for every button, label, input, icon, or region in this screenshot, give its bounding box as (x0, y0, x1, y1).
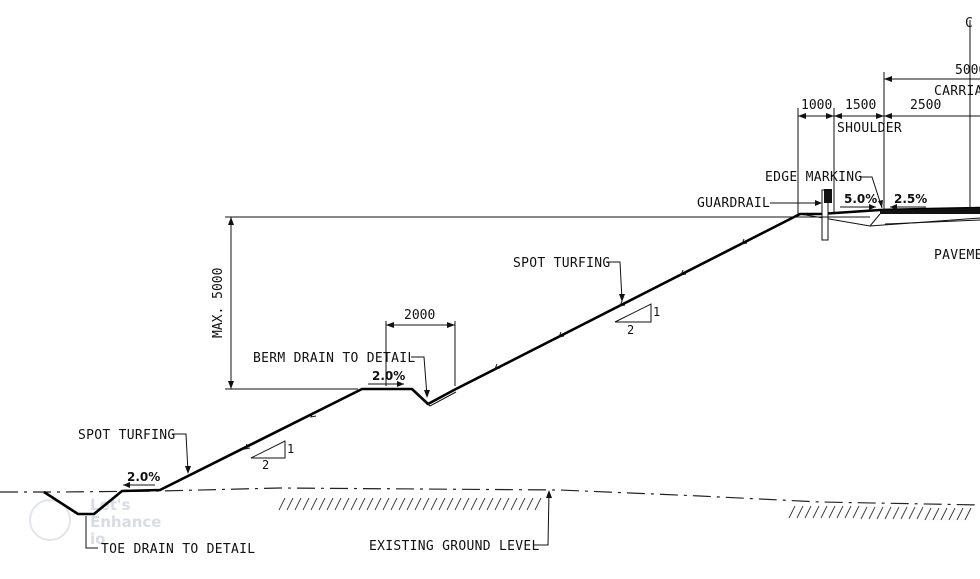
edge-marking-callout: EDGE MARKING (765, 170, 883, 209)
berm-width-dimension: 2000 (385, 308, 456, 386)
dim-1500: 1500 (845, 98, 876, 113)
carriageway-label: CARRIAG (934, 84, 980, 99)
spot-turfing-lower-callout: SPOT TURFING (78, 428, 191, 474)
pavement-label: PAVEME (934, 248, 980, 263)
berm-drain-label: BERM DRAIN TO DETAIL (253, 351, 416, 366)
spot-turfing-lower-label: SPOT TURFING (78, 428, 176, 443)
upper-ratio-v: 1 (653, 305, 660, 319)
toe-drain-callout: TOE DRAIN TO DETAIL (85, 516, 255, 557)
existing-ground-line (0, 487, 980, 506)
berm-width-text: 2000 (404, 308, 435, 323)
cross-fall-labels: 5.0% 2.5% (840, 192, 927, 210)
guardrail-callout: GUARDRAIL (697, 196, 822, 211)
berm-drain-callout: BERM DRAIN TO DETAIL 2.0% (253, 351, 430, 398)
carriageway-slope: 2.5% (894, 192, 927, 206)
top-dimensions: C 5000 CARRIAG 1000 1500 2500 SHOULDER (797, 16, 980, 214)
shoulder-slope: 5.0% (844, 192, 877, 206)
edge-marking-label: EDGE MARKING (765, 170, 863, 185)
max-height-dimension: MAX. 5000 (211, 216, 870, 390)
dim-5000: 5000 (955, 63, 980, 78)
batter-triangle-upper: 1 2 (614, 303, 660, 337)
spot-turfing-upper-callout: SPOT TURFING (513, 256, 625, 302)
existing-ground-callout: EXISTING GROUND LEVEL (369, 490, 552, 554)
watermark-line2: Enhance (90, 513, 161, 531)
spot-turfing-upper-label: SPOT TURFING (513, 256, 611, 271)
centerline-mark: C (965, 16, 973, 31)
guardrail-post (821, 189, 832, 241)
toe-slope: 2.0% (123, 470, 160, 488)
max-height-text: MAX. 5000 (211, 268, 226, 338)
dim-1000: 1000 (801, 98, 832, 113)
lower-ratio-v: 1 (287, 442, 294, 456)
embankment-profile (43, 206, 980, 516)
watermark-line3: io (90, 530, 105, 548)
turf-arrows (244, 238, 748, 450)
lower-ratio-h: 2 (262, 458, 269, 472)
upper-ratio-h: 2 (627, 323, 634, 337)
toe-drain-label: TOE DRAIN TO DETAIL (101, 542, 255, 557)
guardrail-label: GUARDRAIL (697, 196, 770, 211)
shoulder-label: SHOULDER (837, 121, 902, 136)
toe-slope-text: 2.0% (127, 470, 160, 484)
batter-triangle-lower: 1 2 (250, 440, 294, 472)
berm-slope: 2.0% (372, 369, 405, 383)
berm-drain-outline (415, 391, 457, 407)
existing-ground-label: EXISTING GROUND LEVEL (369, 539, 540, 554)
ground-hatching (278, 497, 972, 521)
watermark: Let's Enhance io (29, 496, 161, 548)
dim-2500: 2500 (910, 98, 941, 113)
